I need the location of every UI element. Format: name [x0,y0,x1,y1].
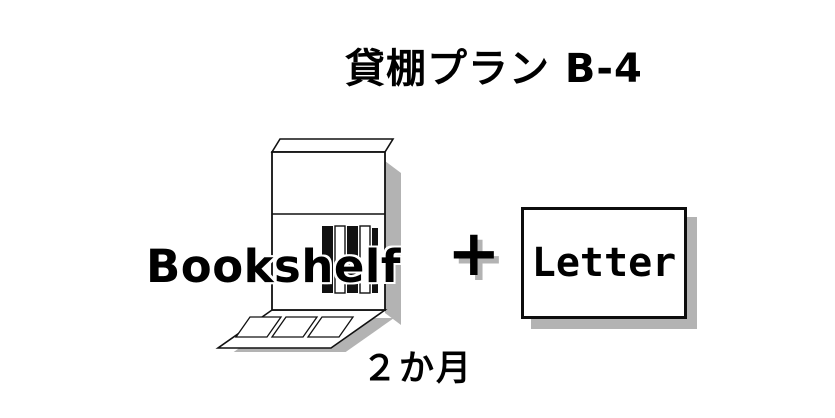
bookshelf-illustration [210,127,420,356]
letter-box: Letter [521,207,687,319]
box-top-face [270,138,395,153]
book-spine [372,228,378,293]
book-spine [334,225,346,294]
duration-label: ２か月 [361,349,473,389]
plan-title: 貸棚プラン B-4 [345,46,643,92]
letter-label: Letter [531,240,677,286]
book-spine [322,226,333,293]
bookshelf-label: Bookshelf [146,240,401,293]
flap-card [270,316,319,338]
flap-card [234,316,283,338]
book-spine [359,225,371,294]
book-spine [347,226,358,293]
flap-card [306,316,355,338]
plus-sign: + [447,217,501,291]
box-shadow-shape [385,161,401,325]
bookshelf-drawing [215,138,401,356]
